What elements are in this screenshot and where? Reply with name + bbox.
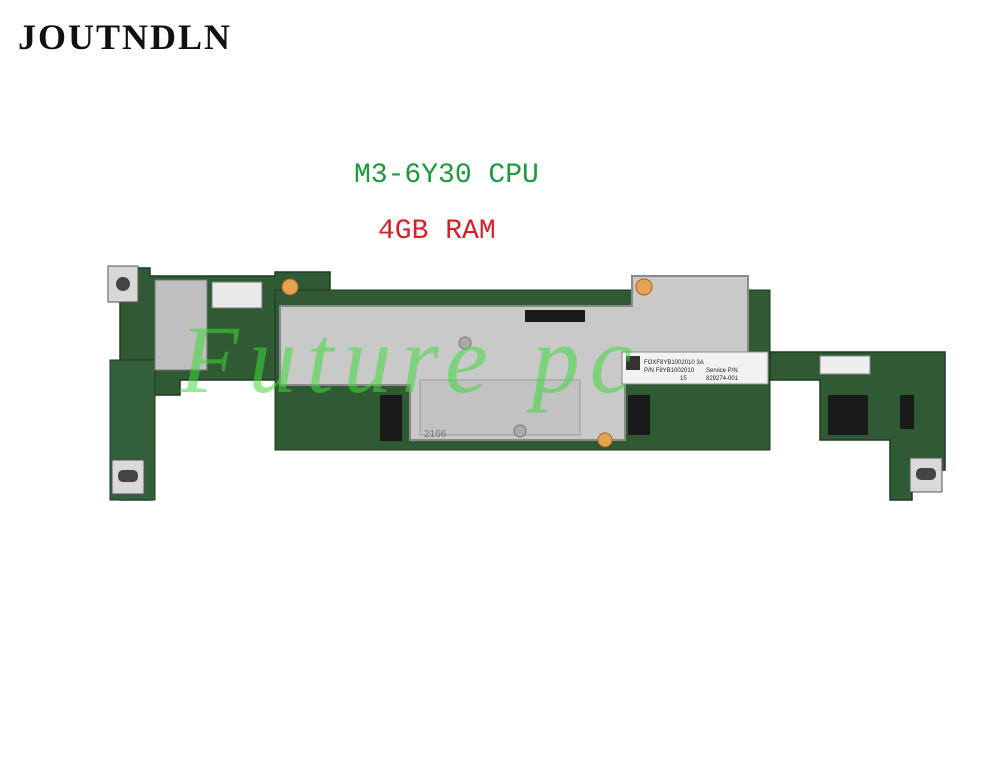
label-line-2: P/N F8YB1002010 [644, 368, 695, 374]
label-line-5: 829274-001 [706, 376, 739, 382]
label-line-1: FOXF8YB1002010 3A [644, 360, 704, 366]
ram-spec-text: 4GB RAM [378, 216, 496, 247]
watermark-text: Future pc [179, 306, 642, 413]
shield-marking: 2166 [424, 429, 447, 440]
label-line-3: Service P/N [706, 368, 738, 374]
screw-hole [597, 432, 613, 448]
ribbon-connector [525, 310, 585, 322]
left-small-shield [154, 279, 208, 371]
ribbon-connector [628, 395, 650, 435]
ribbon-connector [828, 395, 868, 435]
ribbon-connector [900, 395, 914, 429]
label-line-4: 15 [680, 376, 687, 382]
qr-code [626, 356, 640, 370]
screw-hole [635, 278, 653, 296]
ribbon-connector [380, 395, 402, 441]
right-sticker [819, 355, 871, 375]
wifi-card-label [211, 281, 263, 309]
shield-inner-panel [419, 379, 581, 436]
screw-hole [281, 278, 299, 296]
brand-logo: JOUTNDLN [18, 17, 233, 57]
product-label-sticker [621, 351, 769, 385]
audio-jack [107, 265, 139, 303]
cpu-spec-text: M3-6Y30 CPU [354, 160, 539, 191]
